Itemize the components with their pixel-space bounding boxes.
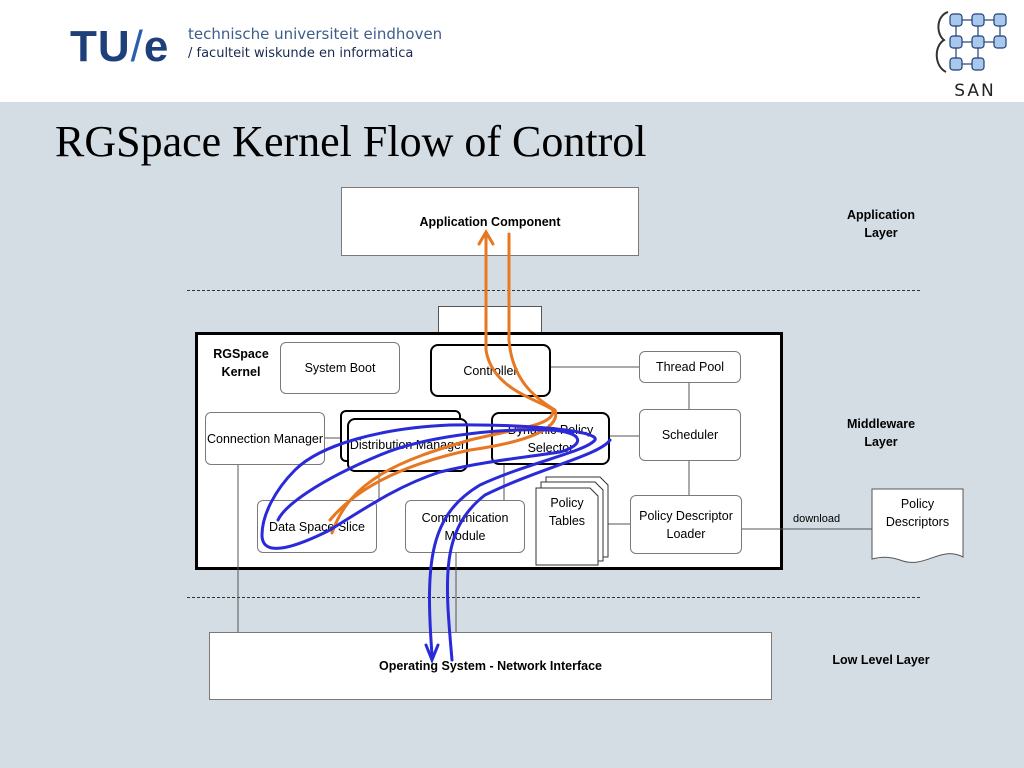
policy-tables-label: Policy Tables [548, 496, 586, 528]
header-bar: TU/e technische universiteit eindhoven /… [0, 0, 1024, 102]
controller-box: Controller [430, 344, 551, 397]
slide-title: RGSpace Kernel Flow of Control [55, 117, 647, 166]
dynamic-policy-selector-box: Dynamic Policy Selector [491, 412, 610, 465]
logo-slash: / [130, 22, 144, 71]
faculty-name: / faculteit wiskunde en informatica [188, 46, 414, 61]
san-logo: SAN [935, 11, 1007, 100]
middleware-layer-label: Middleware Layer [846, 417, 916, 449]
policy-descriptors-label: Policy Descriptors [885, 497, 950, 529]
logo-e: e [143, 22, 170, 71]
download-label: download [793, 513, 841, 525]
policy-descriptor-loader-box: Policy Descriptor Loader [630, 495, 742, 554]
layer-separator-bottom [187, 597, 920, 598]
orange-flow-up [330, 232, 555, 535]
application-layer-label: Application Layer [846, 208, 916, 240]
system-boot-box: System Boot [280, 342, 400, 394]
thread-pool-box: Thread Pool [639, 351, 741, 383]
logo-tu: TU [70, 22, 131, 71]
san-logo-text: SAN [954, 81, 995, 100]
tue-logo: TU/e [70, 22, 169, 72]
orange-arrowhead [477, 229, 495, 246]
blue-arrowhead [424, 643, 440, 665]
blue-flow-down [445, 438, 612, 662]
university-name: technische universiteit eindhoven [188, 25, 443, 43]
application-component-box: Application Component [341, 187, 639, 256]
layer-separator-top [187, 290, 920, 291]
blue-flow-loop [260, 423, 597, 657]
low-level-layer-label: Low Level Layer [832, 653, 930, 667]
orange-flow-down [328, 232, 558, 522]
kernel-label: RGSpace Kernel [213, 347, 269, 379]
scheduler-box: Scheduler [639, 409, 741, 461]
connection-manager-box: Connection Manager [205, 412, 325, 465]
operating-system-box: Operating System - Network Interface [209, 632, 772, 700]
